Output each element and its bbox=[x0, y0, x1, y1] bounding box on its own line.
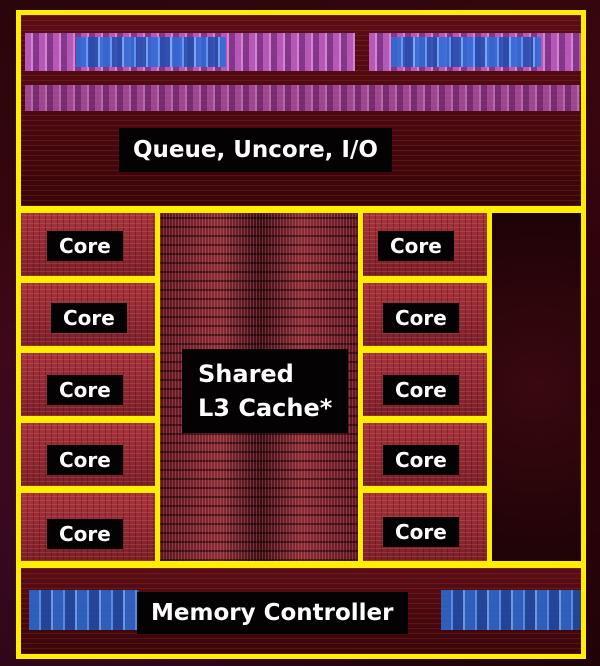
core-left-5: Core bbox=[16, 488, 161, 566]
memory-io-blue-right bbox=[441, 590, 581, 630]
core-right-1: Core bbox=[358, 208, 494, 281]
core-label: Core bbox=[47, 445, 123, 475]
core-label: Core bbox=[378, 231, 454, 261]
memory-controller-label: Memory Controller bbox=[137, 592, 408, 634]
core-label: Core bbox=[47, 231, 123, 261]
memory-io-blue-left bbox=[29, 590, 139, 630]
unused-die-region bbox=[487, 208, 586, 566]
core-right-2: Core bbox=[358, 278, 494, 351]
core-label: Core bbox=[383, 445, 459, 475]
core-right-3: Core bbox=[358, 348, 494, 421]
l3-cache-region: Shared L3 Cache* bbox=[155, 208, 366, 566]
core-right-5: Core bbox=[358, 488, 494, 566]
core-right-4: Core bbox=[358, 418, 494, 491]
uncore-label: Queue, Uncore, I/O bbox=[119, 128, 392, 172]
memory-controller-region: Memory Controller bbox=[16, 563, 586, 659]
uncore-region: Queue, Uncore, I/O bbox=[16, 10, 586, 211]
uncore-io-blue-left bbox=[76, 37, 226, 67]
uncore-queue-strip bbox=[25, 85, 580, 111]
core-label: Core bbox=[47, 375, 123, 405]
core-label: Core bbox=[383, 517, 459, 547]
core-label: Core bbox=[383, 303, 459, 333]
core-left-2: Core bbox=[16, 278, 161, 351]
l3-cache-label: Shared L3 Cache* bbox=[182, 349, 349, 433]
core-left-3: Core bbox=[16, 348, 161, 421]
core-label: Core bbox=[51, 303, 127, 333]
uncore-io-blue-right bbox=[391, 37, 541, 67]
core-left-4: Core bbox=[16, 418, 161, 491]
core-label: Core bbox=[383, 375, 459, 405]
core-label: Core bbox=[47, 519, 123, 549]
core-left-1: Core bbox=[16, 208, 161, 281]
